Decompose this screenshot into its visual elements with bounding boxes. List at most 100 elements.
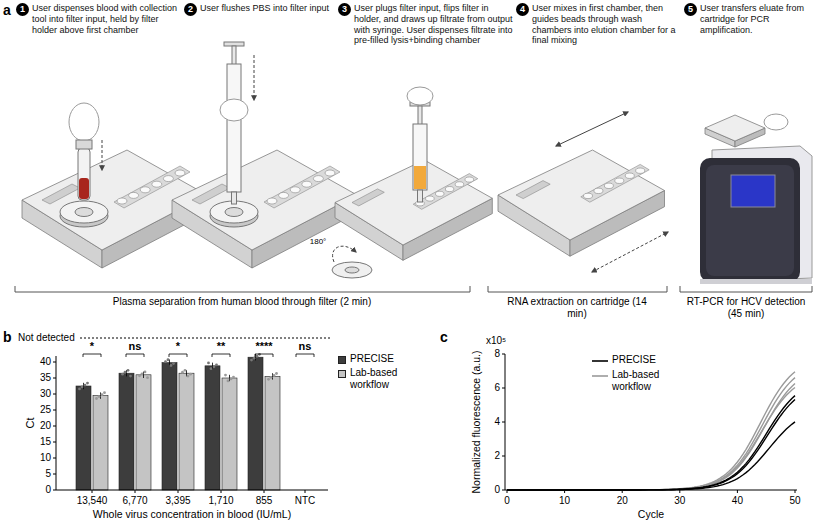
label-holder: 180° (310, 237, 327, 246)
pcr-front-inset (706, 165, 794, 276)
axis-title: Whole virus concentration in blood (IU/m… (93, 508, 291, 520)
label-holder: * (89, 340, 95, 353)
data-point (256, 355, 259, 358)
cartridge-slider (42, 184, 80, 204)
filter-holder (332, 262, 372, 278)
axis-tick-label: 15 (40, 436, 51, 448)
cartridge (498, 150, 665, 256)
threshold-line (80, 338, 330, 339)
data-point (210, 367, 213, 370)
step-description: User flushes PBS into filter input (200, 3, 336, 14)
data-point (81, 386, 84, 389)
step-callout: 1User dispenses blood with collection to… (16, 3, 182, 35)
tick (53, 410, 56, 411)
cartridge-chamber (117, 198, 127, 204)
label-holder: 10 (559, 495, 570, 507)
cartridge-top (705, 115, 765, 141)
significance-mark: * (175, 340, 181, 353)
tick (502, 354, 505, 355)
axis-tick-label: 10 (559, 495, 570, 507)
data-point (98, 395, 101, 398)
label-holder: * (175, 340, 181, 353)
error-bar (83, 383, 84, 389)
bar (119, 373, 134, 490)
data-point (275, 372, 278, 375)
step-number: 4 (516, 3, 529, 16)
label-holder: 30 (674, 495, 685, 507)
amplification-curve (507, 384, 795, 490)
amplification-curve (507, 396, 795, 490)
legend-text: Lab-based workflow (612, 369, 664, 392)
legend-text: Lab-based workflow (350, 367, 402, 390)
legend-swatch (338, 370, 346, 378)
collection-tube (78, 148, 90, 200)
axis-tick-label: 50 (789, 495, 800, 507)
data-point (181, 371, 184, 374)
data-point (78, 387, 81, 390)
axis-tick-label: 30 (674, 495, 685, 507)
label-holder: 6,770 (122, 495, 147, 507)
axis-title: Cycle (638, 508, 664, 520)
step-description: User transfers eluate from cartridge for… (700, 3, 812, 35)
data-point (146, 376, 149, 379)
label-holder: 13,540 (77, 495, 108, 507)
legend-text: PRECISE (350, 353, 402, 365)
axis-tick-label: 1,710 (208, 495, 233, 507)
label-holder: Cycle (638, 508, 664, 520)
axis-tick-label: NTC (295, 495, 316, 507)
step-number: 3 (338, 3, 351, 16)
axis-tick-label: 0 (494, 484, 500, 496)
motion-arrow (102, 140, 103, 170)
data-point (138, 374, 141, 377)
data-point (164, 360, 167, 363)
label-holder: 20 (617, 495, 628, 507)
label-holder: b (3, 329, 12, 345)
stage-label: Plasma separation from human blood throu… (107, 296, 377, 308)
data-point (124, 371, 127, 374)
tick (502, 388, 505, 389)
data-point (187, 375, 190, 378)
step-number: 5 (684, 3, 697, 16)
data-point (215, 363, 218, 366)
bar-chart (53, 338, 330, 493)
bar (179, 373, 194, 490)
data-point (101, 393, 104, 396)
data-point (213, 365, 216, 368)
label-holder: RT-PCR for HCV detection (45 min) (682, 296, 810, 319)
data-point (250, 359, 253, 362)
data-point (224, 374, 227, 377)
axis-tick-label: 13,540 (77, 495, 108, 507)
axis-tick-label: 30 (40, 388, 51, 400)
axis-tick-label: 40 (732, 495, 743, 507)
significance-bracket (169, 354, 187, 357)
tick (178, 490, 179, 493)
axis-tick-label: 0 (45, 484, 51, 496)
axis-tick-label: 35 (40, 372, 51, 384)
label-holder: 4 (494, 416, 500, 428)
flip-arrow (333, 246, 356, 262)
stage-bracket (680, 286, 812, 292)
label-holder: Plasma separation from human blood throu… (107, 296, 377, 308)
cartridge-chamber (290, 187, 300, 193)
legend-item: PRECISE (612, 354, 664, 366)
legend-swatch (338, 356, 346, 364)
legend-line-sample (592, 360, 608, 362)
cartridge-top (498, 150, 665, 240)
bar (265, 376, 280, 490)
amplification-curve (507, 378, 795, 490)
cartridge-chamber (175, 170, 185, 176)
axis-tick-label: 6 (494, 382, 500, 394)
cartridge-slider (352, 189, 384, 206)
significance-bracket (255, 354, 273, 357)
label-holder: ns (298, 340, 313, 353)
tick (53, 458, 56, 459)
axis-tick-label: 0 (504, 495, 510, 507)
tick (679, 490, 680, 493)
data-point (172, 362, 175, 365)
label-holder: ** (216, 340, 227, 353)
cartridge-chamber (615, 178, 624, 183)
axis-tick-label: 2 (494, 450, 500, 462)
cartridge-chamber (426, 196, 435, 201)
stage-label: RT-PCR for HCV detection (45 min) (682, 296, 810, 319)
